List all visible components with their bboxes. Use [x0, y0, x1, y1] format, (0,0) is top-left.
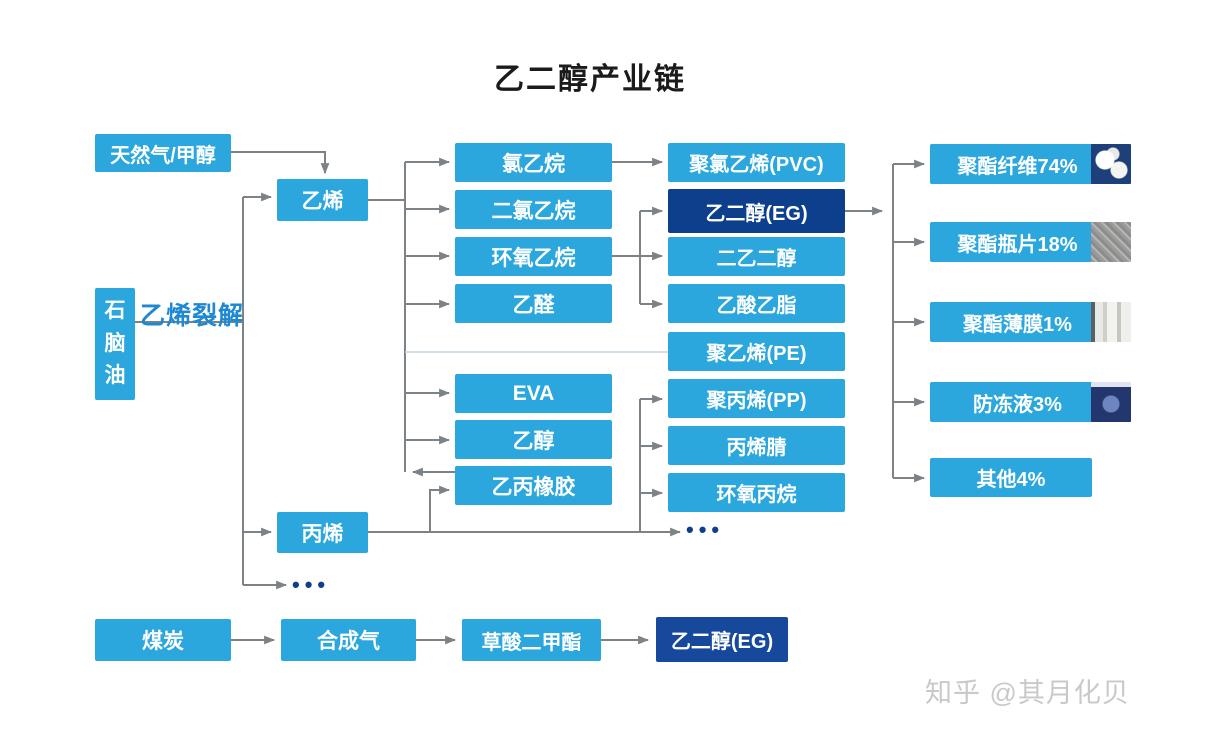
node-propylene: 丙烯	[277, 512, 368, 553]
node-syngas: 合成气	[281, 619, 416, 661]
node-propylene-oxide: 环氧丙烷	[668, 473, 845, 512]
node-ethanol: 乙醇	[455, 420, 612, 459]
node-antifreeze: 防冻液3%	[930, 382, 1131, 422]
node-acrylonitrile: 丙烯腈	[668, 426, 845, 465]
node-acetaldehyde: 乙醛	[455, 284, 612, 323]
node-diethylene-glycol: 二乙二醇	[668, 237, 845, 276]
node-dichloroethane: 二氯乙烷	[455, 190, 612, 229]
antifreeze-label: 防冻液3%	[973, 393, 1062, 416]
node-polyester-film: 聚酯薄膜1%	[930, 302, 1131, 342]
node-eva: EVA	[455, 374, 612, 413]
node-pvc: 聚氯乙烯(PVC)	[668, 143, 845, 182]
node-pe: 聚乙烯(PE)	[668, 332, 845, 371]
polyester-bottle-chip-photo	[1091, 222, 1131, 262]
node-natural-gas-methanol: 天然气/甲醇	[95, 134, 231, 172]
antifreeze-jug-photo	[1091, 382, 1131, 422]
polyester-fiber-label: 聚酯纤维74%	[957, 155, 1078, 178]
zhihu-watermark: 知乎 @其月化贝	[925, 678, 1130, 708]
node-others: 其他4%	[930, 458, 1092, 497]
node-eg-from-coal: 乙二醇(EG)	[656, 617, 788, 662]
ellipsis-more-olefins: •••	[292, 572, 331, 597]
node-polyester-fiber: 聚酯纤维74%	[930, 144, 1131, 184]
node-ethylene-glycol: 乙二醇(EG)	[668, 189, 845, 233]
polyester-film-photo	[1091, 302, 1131, 342]
node-ethylene-oxide: 环氧乙烷	[455, 237, 612, 276]
ellipsis-more-products: •••	[686, 517, 725, 542]
node-polyester-bottle-chip: 聚酯瓶片18%	[930, 222, 1131, 262]
polyester-bottle-chip-label: 聚酯瓶片18%	[957, 233, 1078, 256]
node-naphtha: 石脑油	[95, 288, 135, 400]
page-title: 乙二醇产业链	[494, 63, 686, 96]
node-ethylene: 乙烯	[277, 179, 368, 221]
node-coal: 煤炭	[95, 619, 231, 661]
node-chloroethane: 氯乙烷	[455, 143, 612, 182]
node-pp: 聚丙烯(PP)	[668, 379, 845, 418]
polyester-film-label: 聚酯薄膜1%	[963, 313, 1072, 336]
polyester-fiber-photo	[1091, 144, 1131, 184]
node-dimethyl-oxalate: 草酸二甲酯	[462, 619, 601, 661]
node-epdm-rubber: 乙丙橡胶	[455, 466, 612, 505]
cracking-process-label: 乙烯裂解	[140, 302, 245, 330]
node-ethyl-acetate: 乙酸乙脂	[668, 284, 845, 323]
